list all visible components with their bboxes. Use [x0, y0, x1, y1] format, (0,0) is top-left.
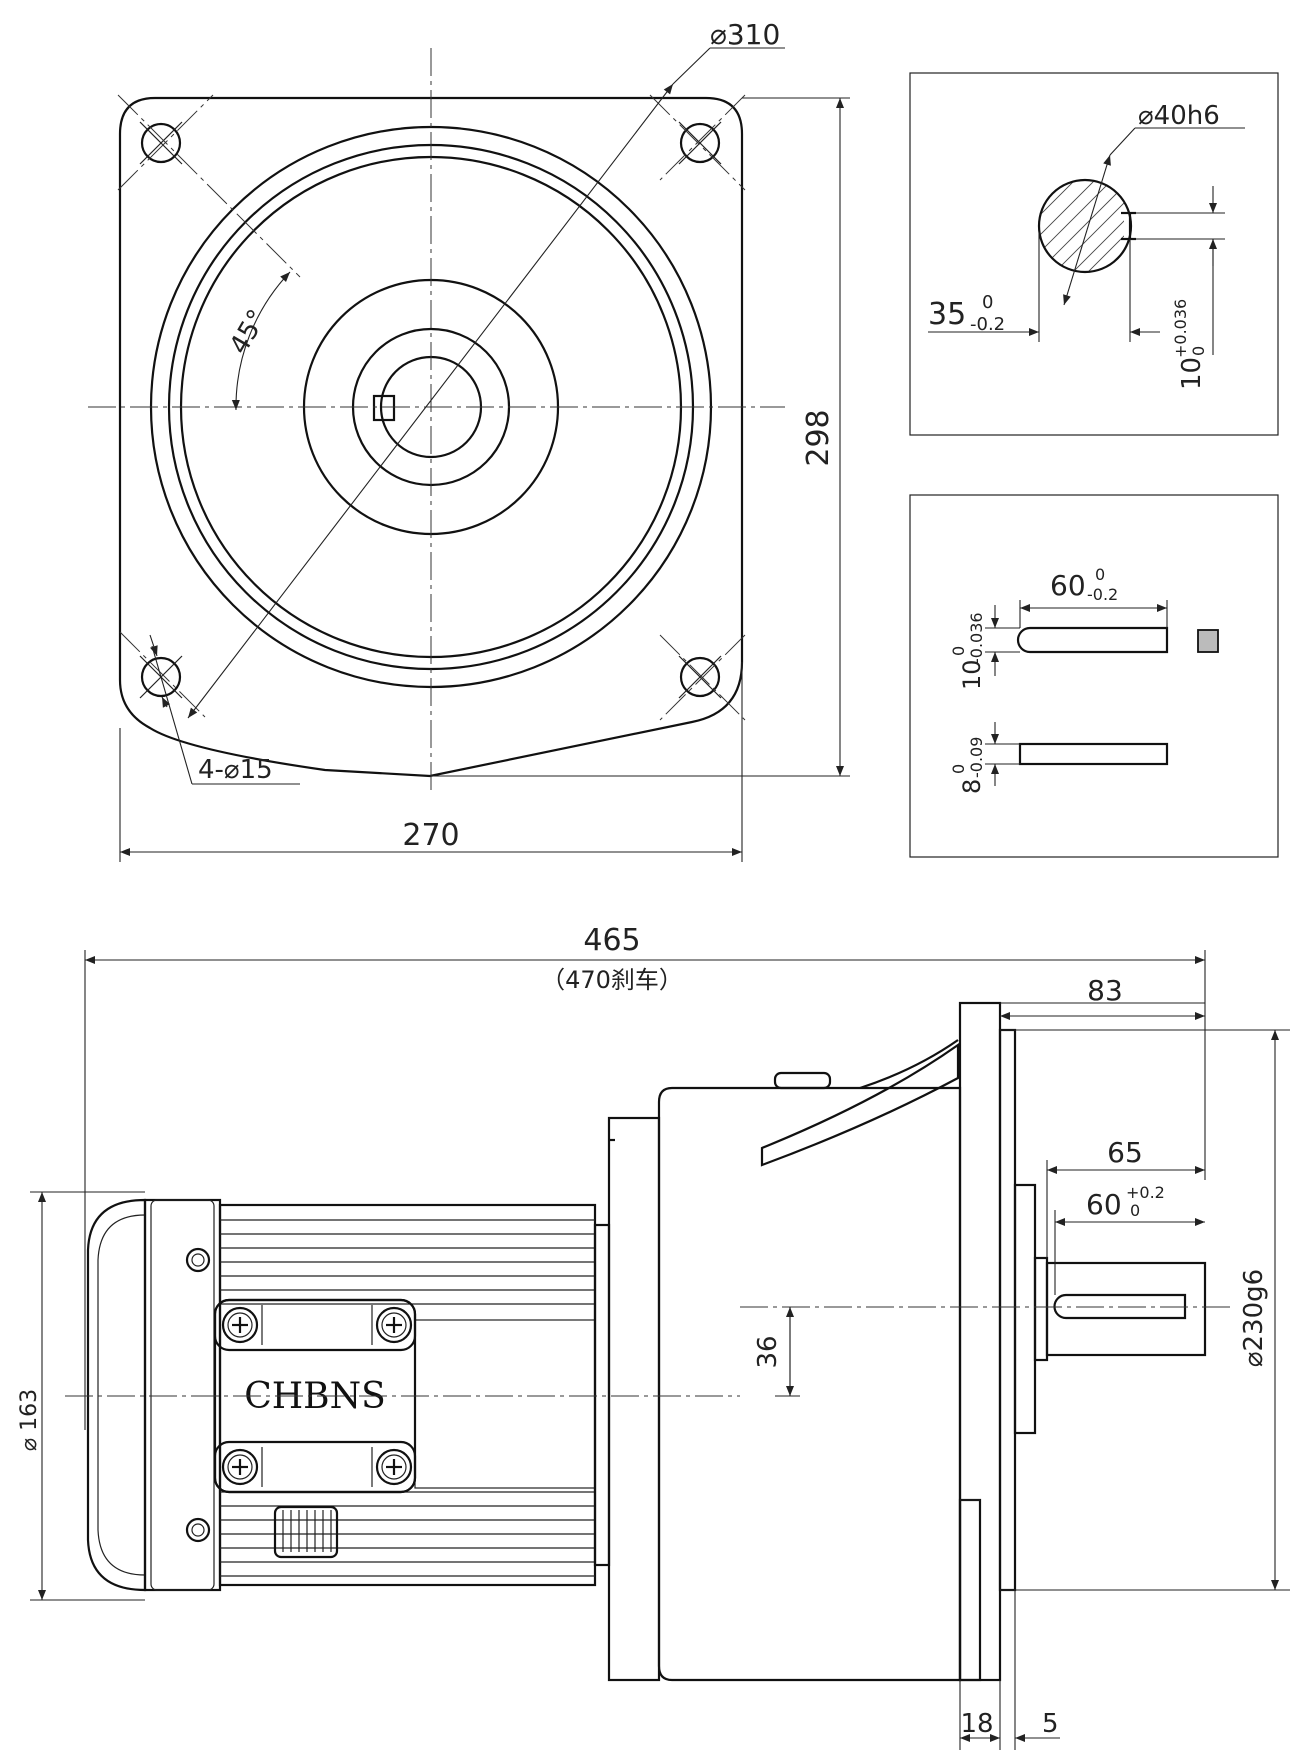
- bolt-hole-bl: [140, 656, 182, 698]
- side-view: 465 （470刹车）: [17, 923, 1290, 1750]
- key-length-side-label: 60: [1086, 1188, 1122, 1221]
- angle-label: 45°: [224, 305, 273, 360]
- key-length-side-tol-lower: 0: [1130, 1201, 1140, 1220]
- key-height-label: 8: [958, 779, 986, 794]
- shaft-section-frame: [909, 72, 1279, 436]
- flange-diameter-label: ⌀310: [710, 18, 780, 51]
- output-shaft: [1045, 1261, 1207, 1357]
- shaft-offset-label: 36: [753, 1335, 783, 1368]
- key-length-tol-lower: -0.2: [1087, 585, 1118, 604]
- key-height-tol-upper: 0: [949, 764, 968, 774]
- key-detail-frame: [909, 494, 1279, 858]
- adapter-flange: [607, 1116, 661, 1682]
- key-length-side-tol-upper: +0.2: [1126, 1183, 1165, 1202]
- shaft-section-view: ⌀40h6 35 0 -0.2 10 +0.036 0: [909, 72, 1279, 436]
- output-pilot: [998, 1028, 1017, 1592]
- motor-diameter-label: ⌀ 163: [17, 1389, 42, 1451]
- depth-tol-upper: 0: [982, 292, 993, 313]
- key-side-view: [1018, 742, 1169, 766]
- key-length-label: 60: [1050, 569, 1086, 602]
- output-shaft-key: [1053, 1293, 1187, 1320]
- key-height-tol-lower: -0.09: [967, 737, 986, 778]
- gearbox-housing: [657, 1086, 962, 1682]
- height-label: 298: [801, 409, 836, 466]
- depth-label: 35: [928, 297, 966, 332]
- shaft-length-label: 65: [1107, 1136, 1143, 1169]
- holes-label: 4-⌀15: [198, 755, 273, 785]
- flange-thickness-label: 18: [960, 1709, 993, 1739]
- width-label: 270: [402, 818, 459, 853]
- overall-length-brake-label: （470刹车）: [541, 966, 683, 994]
- cable-gland: [273, 1505, 339, 1559]
- housing-rib: [760, 1042, 960, 1167]
- screw-icon: [375, 1306, 413, 1344]
- base-pad: [958, 1498, 982, 1682]
- pilot-diameter-label: ⌀230g6: [1239, 1269, 1269, 1367]
- output-shaft-collar: [1033, 1256, 1049, 1362]
- key-width-detail-tol-lower: -0.036: [967, 612, 986, 664]
- screw-icon: [375, 1448, 413, 1486]
- shaft-section-circle: [1037, 178, 1133, 274]
- key-width-detail-tol-upper: 0: [949, 646, 968, 656]
- adapter-ring: [593, 1223, 611, 1567]
- key-width-tol-lower: 0: [1189, 346, 1208, 356]
- bolt-hole-tl: [140, 122, 182, 164]
- key-width-detail-label: 10: [958, 659, 986, 690]
- bore-key: [372, 394, 396, 422]
- motor-end-cover: [86, 1198, 147, 1592]
- flange-outline: [118, 96, 744, 778]
- key-width-tol-upper: +0.036: [1171, 299, 1190, 358]
- key-end-view: [1197, 629, 1219, 653]
- shaft-dia-label: ⌀40h6: [1138, 101, 1220, 131]
- screw-icon: [221, 1448, 259, 1486]
- bolt-hole-tr: [679, 122, 721, 164]
- key-length-tol-upper: 0: [1095, 565, 1105, 584]
- key-width-label: 10: [1177, 357, 1207, 390]
- key-top-view: [1016, 626, 1169, 654]
- pilot-length-label: 5: [1042, 1709, 1059, 1739]
- output-boss: [1013, 1183, 1037, 1435]
- overall-length-label: 465: [583, 923, 640, 958]
- flange-to-end-label: 83: [1087, 974, 1123, 1007]
- breather-cap: [773, 1071, 832, 1090]
- bolt-hole-br: [679, 656, 721, 698]
- key-detail-view: 60 0 -0.2 10 0 -0.036 8 0 -0.09: [909, 494, 1279, 858]
- front-view: ⌀310 45° 4-⌀15 298 270: [88, 18, 850, 862]
- depth-tol-lower: -0.2: [970, 314, 1005, 335]
- screw-icon: [221, 1306, 259, 1344]
